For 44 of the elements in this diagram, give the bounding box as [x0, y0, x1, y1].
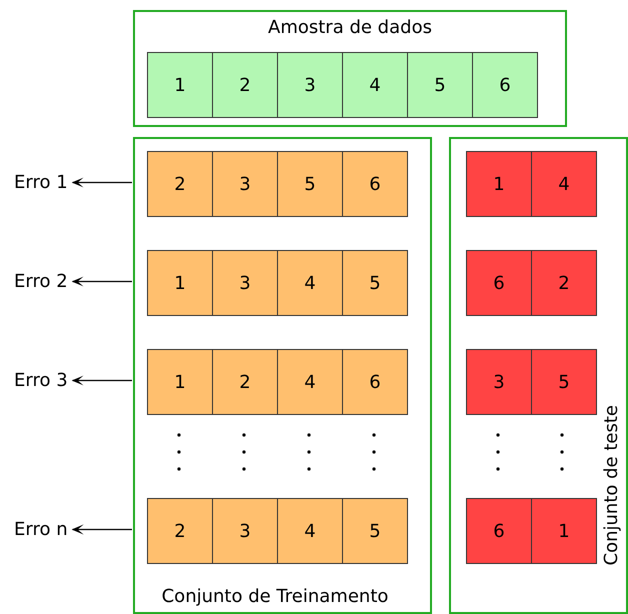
fold-cell: 1: [531, 498, 597, 564]
error-label: Erro 2: [14, 271, 68, 292]
fold-cell: 3: [277, 52, 343, 118]
fold-cell: 6: [472, 52, 538, 118]
fold-cell: 4: [277, 349, 343, 415]
fold-cell: 6: [466, 250, 532, 316]
fold-cell: 1: [147, 52, 213, 118]
arrow: [72, 276, 132, 286]
fold-cell: 2: [531, 250, 597, 316]
fold-cell: 1: [466, 151, 532, 217]
error-label: Erro 3: [14, 370, 68, 391]
arrow: [72, 178, 132, 188]
fold-cell: 6: [466, 498, 532, 564]
fold-cell: 4: [277, 498, 343, 564]
fold-cell: 5: [277, 151, 343, 217]
fold-cell: 4: [342, 52, 408, 118]
fold-cell: 4: [531, 151, 597, 217]
fold-cell: 3: [212, 151, 278, 217]
fold-cell: 3: [466, 349, 532, 415]
fold-cell: 2: [212, 349, 278, 415]
error-label: Erro n: [14, 519, 68, 540]
fold-cell: 2: [147, 498, 213, 564]
fold-cell: 2: [147, 151, 213, 217]
fold-cell: 5: [342, 498, 408, 564]
panel-title: Conjunto de teste: [601, 405, 622, 566]
fold-cell: 6: [342, 151, 408, 217]
sample-panel: [133, 10, 567, 127]
fold-cell: 5: [531, 349, 597, 415]
arrow: [72, 524, 132, 534]
test-set-panel: [449, 137, 628, 614]
fold-cell: 5: [342, 250, 408, 316]
fold-cell: 2: [212, 52, 278, 118]
fold-cell: 1: [147, 349, 213, 415]
arrow: [72, 376, 132, 386]
fold-cell: 4: [277, 250, 343, 316]
training-set-panel: [133, 137, 432, 614]
panel-title: Amostra de dados: [267, 17, 433, 38]
fold-cell: 5: [407, 52, 473, 118]
fold-cell: 1: [147, 250, 213, 316]
fold-cell: 6: [342, 349, 408, 415]
fold-cell: 3: [212, 498, 278, 564]
panel-title: Conjunto de Treinamento: [160, 586, 390, 607]
fold-cell: 3: [212, 250, 278, 316]
error-label: Erro 1: [14, 172, 68, 193]
